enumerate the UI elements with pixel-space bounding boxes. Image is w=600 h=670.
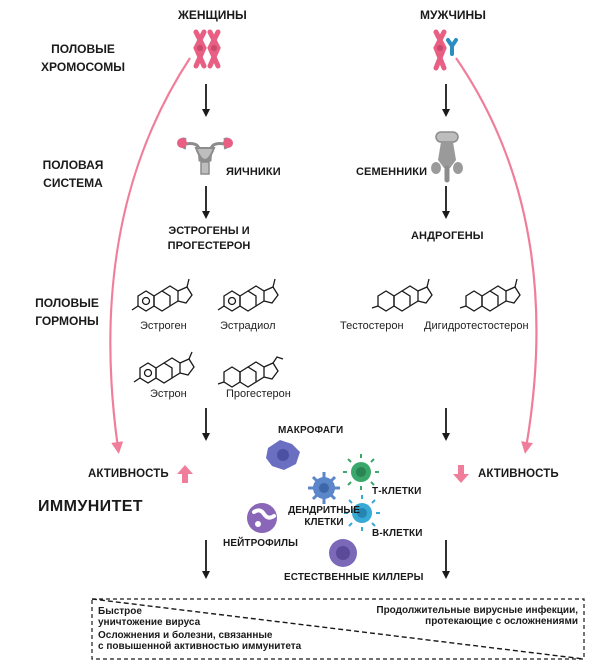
- activity-male-label: АКТИВНОСТЬ: [478, 468, 559, 480]
- xx-chromosome-icon: [193, 29, 221, 69]
- nk-cell-icon: [329, 539, 357, 567]
- molecule-estrone-label: Эстрон: [150, 388, 187, 400]
- uterus-icon: [177, 137, 233, 175]
- molecule-testosterone-label: Тестостерон: [340, 320, 404, 332]
- organ-male-label: СЕМЕННИКИ: [356, 166, 428, 178]
- male-reproductive-icon: [431, 131, 463, 183]
- cell-label-dendritic: ДЕНДРИТНЫЕ КЛЕТКИ: [288, 505, 360, 528]
- pink-curve-arrow-female: [109, 57, 191, 454]
- molecule-progesterone: [217, 356, 284, 388]
- t-cell-icon: [343, 454, 379, 490]
- molecule-estradiol: [217, 278, 279, 312]
- molecule-dht: [459, 278, 521, 312]
- header-female: ЖЕНЩИНЫ: [178, 8, 247, 22]
- hormone-group-male: АНДРОГЕНЫ: [411, 230, 484, 242]
- cell-label-macrophages: МАКРОФАГИ: [278, 425, 344, 436]
- pink-curve-arrow-male: [455, 57, 538, 454]
- cell-label-neutrophils: НЕЙТРОФИЛЫ: [223, 538, 299, 549]
- activity-female-label: АКТИВНОСТЬ: [88, 468, 169, 480]
- label-chromosomes: ПОЛОВЫЕ ХРОМОСОМЫ: [41, 42, 125, 74]
- molecule-testosterone: [371, 278, 433, 312]
- header-male: МУЖЧИНЫ: [420, 8, 486, 22]
- hormone-group-female: ЭСТРОГЕНЫ И ПРОГЕСТЕРОН: [167, 225, 251, 252]
- outcome-fast: Быстрое уничтожение вируса: [98, 606, 201, 628]
- molecule-estrogen: [131, 278, 193, 312]
- outcome-box: [91, 598, 585, 660]
- cell-label-b-cells: В-КЛЕТКИ: [372, 528, 423, 539]
- molecule-estrogen-label: Эстроген: [140, 320, 187, 332]
- label-hormones: ПОЛОВЫЕ ГОРМОНЫ: [35, 296, 99, 328]
- cell-label-t-cells: Т-КЛЕТКИ: [372, 486, 422, 497]
- arrow-down-icon: [453, 465, 469, 483]
- arrow-up-icon: [177, 465, 193, 483]
- label-reproductive: ПОЛОВАЯ СИСТЕМА: [42, 158, 104, 190]
- organ-female-label: ЯИЧНИКИ: [226, 166, 281, 178]
- xy-chromosome-icon: [433, 29, 458, 71]
- macrophage-cell-icon: [266, 440, 300, 470]
- molecule-progesterone-label: Прогестерон: [226, 388, 291, 400]
- outcome-complications: Осложнения и болезни, связанные с повыше…: [98, 630, 302, 652]
- cell-label-nk: ЕСТЕСТВЕННЫЕ КИЛЛЕРЫ: [284, 572, 424, 583]
- immunity-title: ИММУНИТЕТ: [38, 498, 143, 515]
- b-cell-icon: [344, 495, 380, 531]
- neutrophil-cell-icon: [247, 503, 277, 533]
- molecule-estrone: [133, 351, 195, 384]
- outcome-prolonged: Продолжительные вирусные инфекции, проте…: [376, 605, 578, 627]
- molecule-estradiol-label: Эстрадиол: [220, 320, 276, 332]
- molecule-dht-label: Дигидротестостерон: [424, 320, 529, 332]
- dendritic-cell-icon: [308, 472, 340, 504]
